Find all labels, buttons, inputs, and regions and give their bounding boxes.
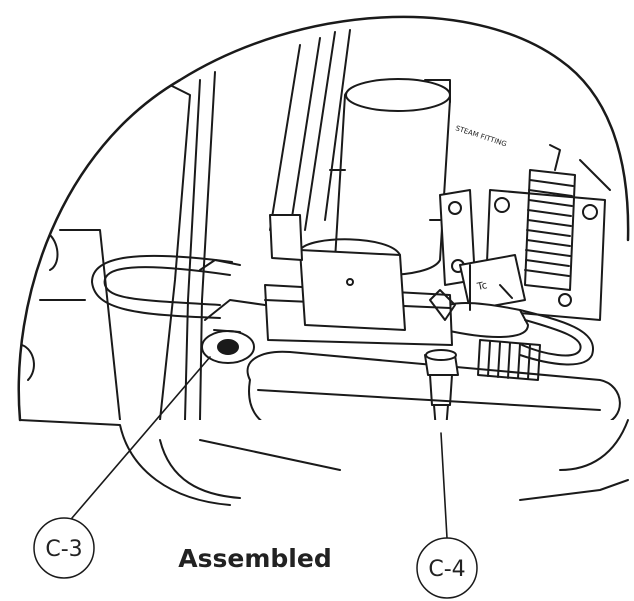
manifold — [264, 214, 541, 381]
c3-fitting — [201, 299, 266, 364]
assembled-caption: Assembled — [178, 544, 332, 573]
bracket-label: STEAM FITTING — [454, 124, 507, 148]
c4-callout-circle — [416, 537, 478, 599]
coil-spring — [484, 144, 611, 321]
reservoir — [246, 350, 621, 420]
lens-outline — [17, 15, 630, 422]
left-hose — [91, 254, 241, 319]
c4-leader-line — [440, 432, 448, 539]
right-hose — [519, 309, 595, 366]
filter-canister — [329, 78, 451, 276]
c3-callout-circle — [33, 517, 95, 579]
c3-callout-label: C-3 — [45, 537, 82, 562]
c3-leader-line — [71, 356, 211, 519]
c4-fitting — [424, 349, 459, 420]
lens-base — [19, 419, 629, 506]
c4-callout-label: C-4 — [428, 557, 465, 582]
valve-label: Tc — [475, 280, 488, 293]
